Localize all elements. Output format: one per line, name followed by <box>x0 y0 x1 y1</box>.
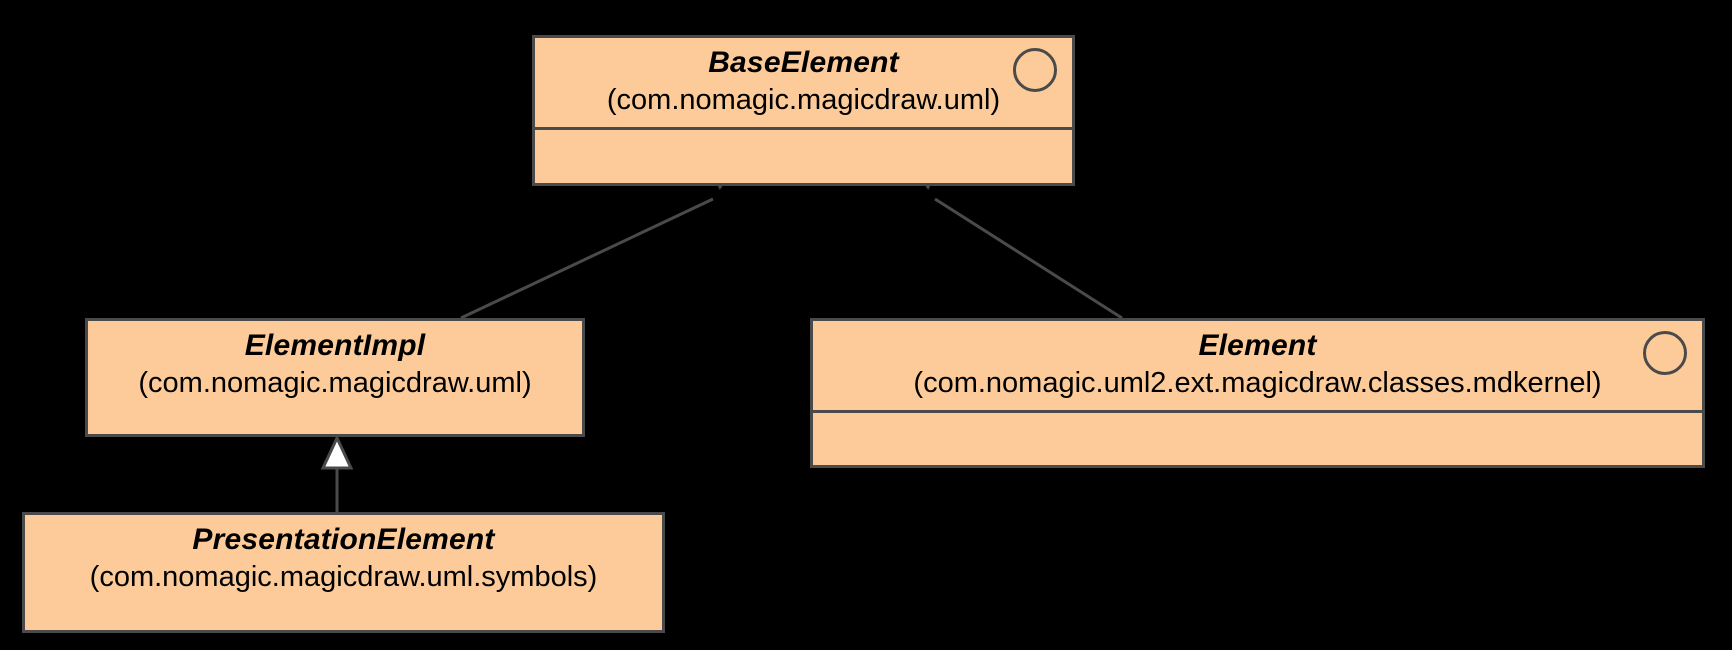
uml-class-base-element[interactable]: BaseElement (com.nomagic.magicdraw.uml) <box>532 35 1075 186</box>
class-package-presentation-element: (com.nomagic.magicdraw.uml.symbols) <box>89 560 598 593</box>
class-name-element: Element <box>1198 329 1317 362</box>
class-package-element: (com.nomagic.uml2.ext.magicdraw.classes.… <box>913 366 1602 399</box>
class-header-presentation-element: PresentationElement (com.nomagic.magicdr… <box>25 515 662 604</box>
connector-line <box>460 197 714 320</box>
interface-circle-icon <box>1643 331 1687 375</box>
uml-class-element[interactable]: Element (com.nomagic.uml2.ext.magicdraw.… <box>810 318 1705 468</box>
compartment-divider <box>813 410 1702 414</box>
class-name-element-impl: ElementImpl <box>244 329 426 362</box>
class-name-presentation-element: PresentationElement <box>192 523 495 556</box>
class-header-element-impl: ElementImpl (com.nomagic.magicdraw.uml) <box>88 321 582 410</box>
class-name-base-element: BaseElement <box>708 46 899 79</box>
connector-line <box>934 197 1123 320</box>
attributes-compartment <box>813 413 1702 442</box>
class-package-element-impl: (com.nomagic.magicdraw.uml) <box>138 366 532 399</box>
uml-class-presentation-element[interactable]: PresentationElement (com.nomagic.magicdr… <box>22 512 665 633</box>
compartment-divider <box>535 127 1072 131</box>
generalization-presentation-element-to-element-impl <box>320 434 354 512</box>
attributes-compartment <box>535 130 1072 159</box>
class-header-base-element: BaseElement (com.nomagic.magicdraw.uml) <box>535 38 1072 127</box>
class-header-element: Element (com.nomagic.uml2.ext.magicdraw.… <box>813 321 1702 410</box>
class-package-base-element: (com.nomagic.magicdraw.uml) <box>606 83 1001 116</box>
uml-class-element-impl[interactable]: ElementImpl (com.nomagic.magicdraw.uml) <box>85 318 585 437</box>
interface-circle-icon <box>1013 48 1057 92</box>
hollow-triangle-arrowhead <box>320 434 354 470</box>
